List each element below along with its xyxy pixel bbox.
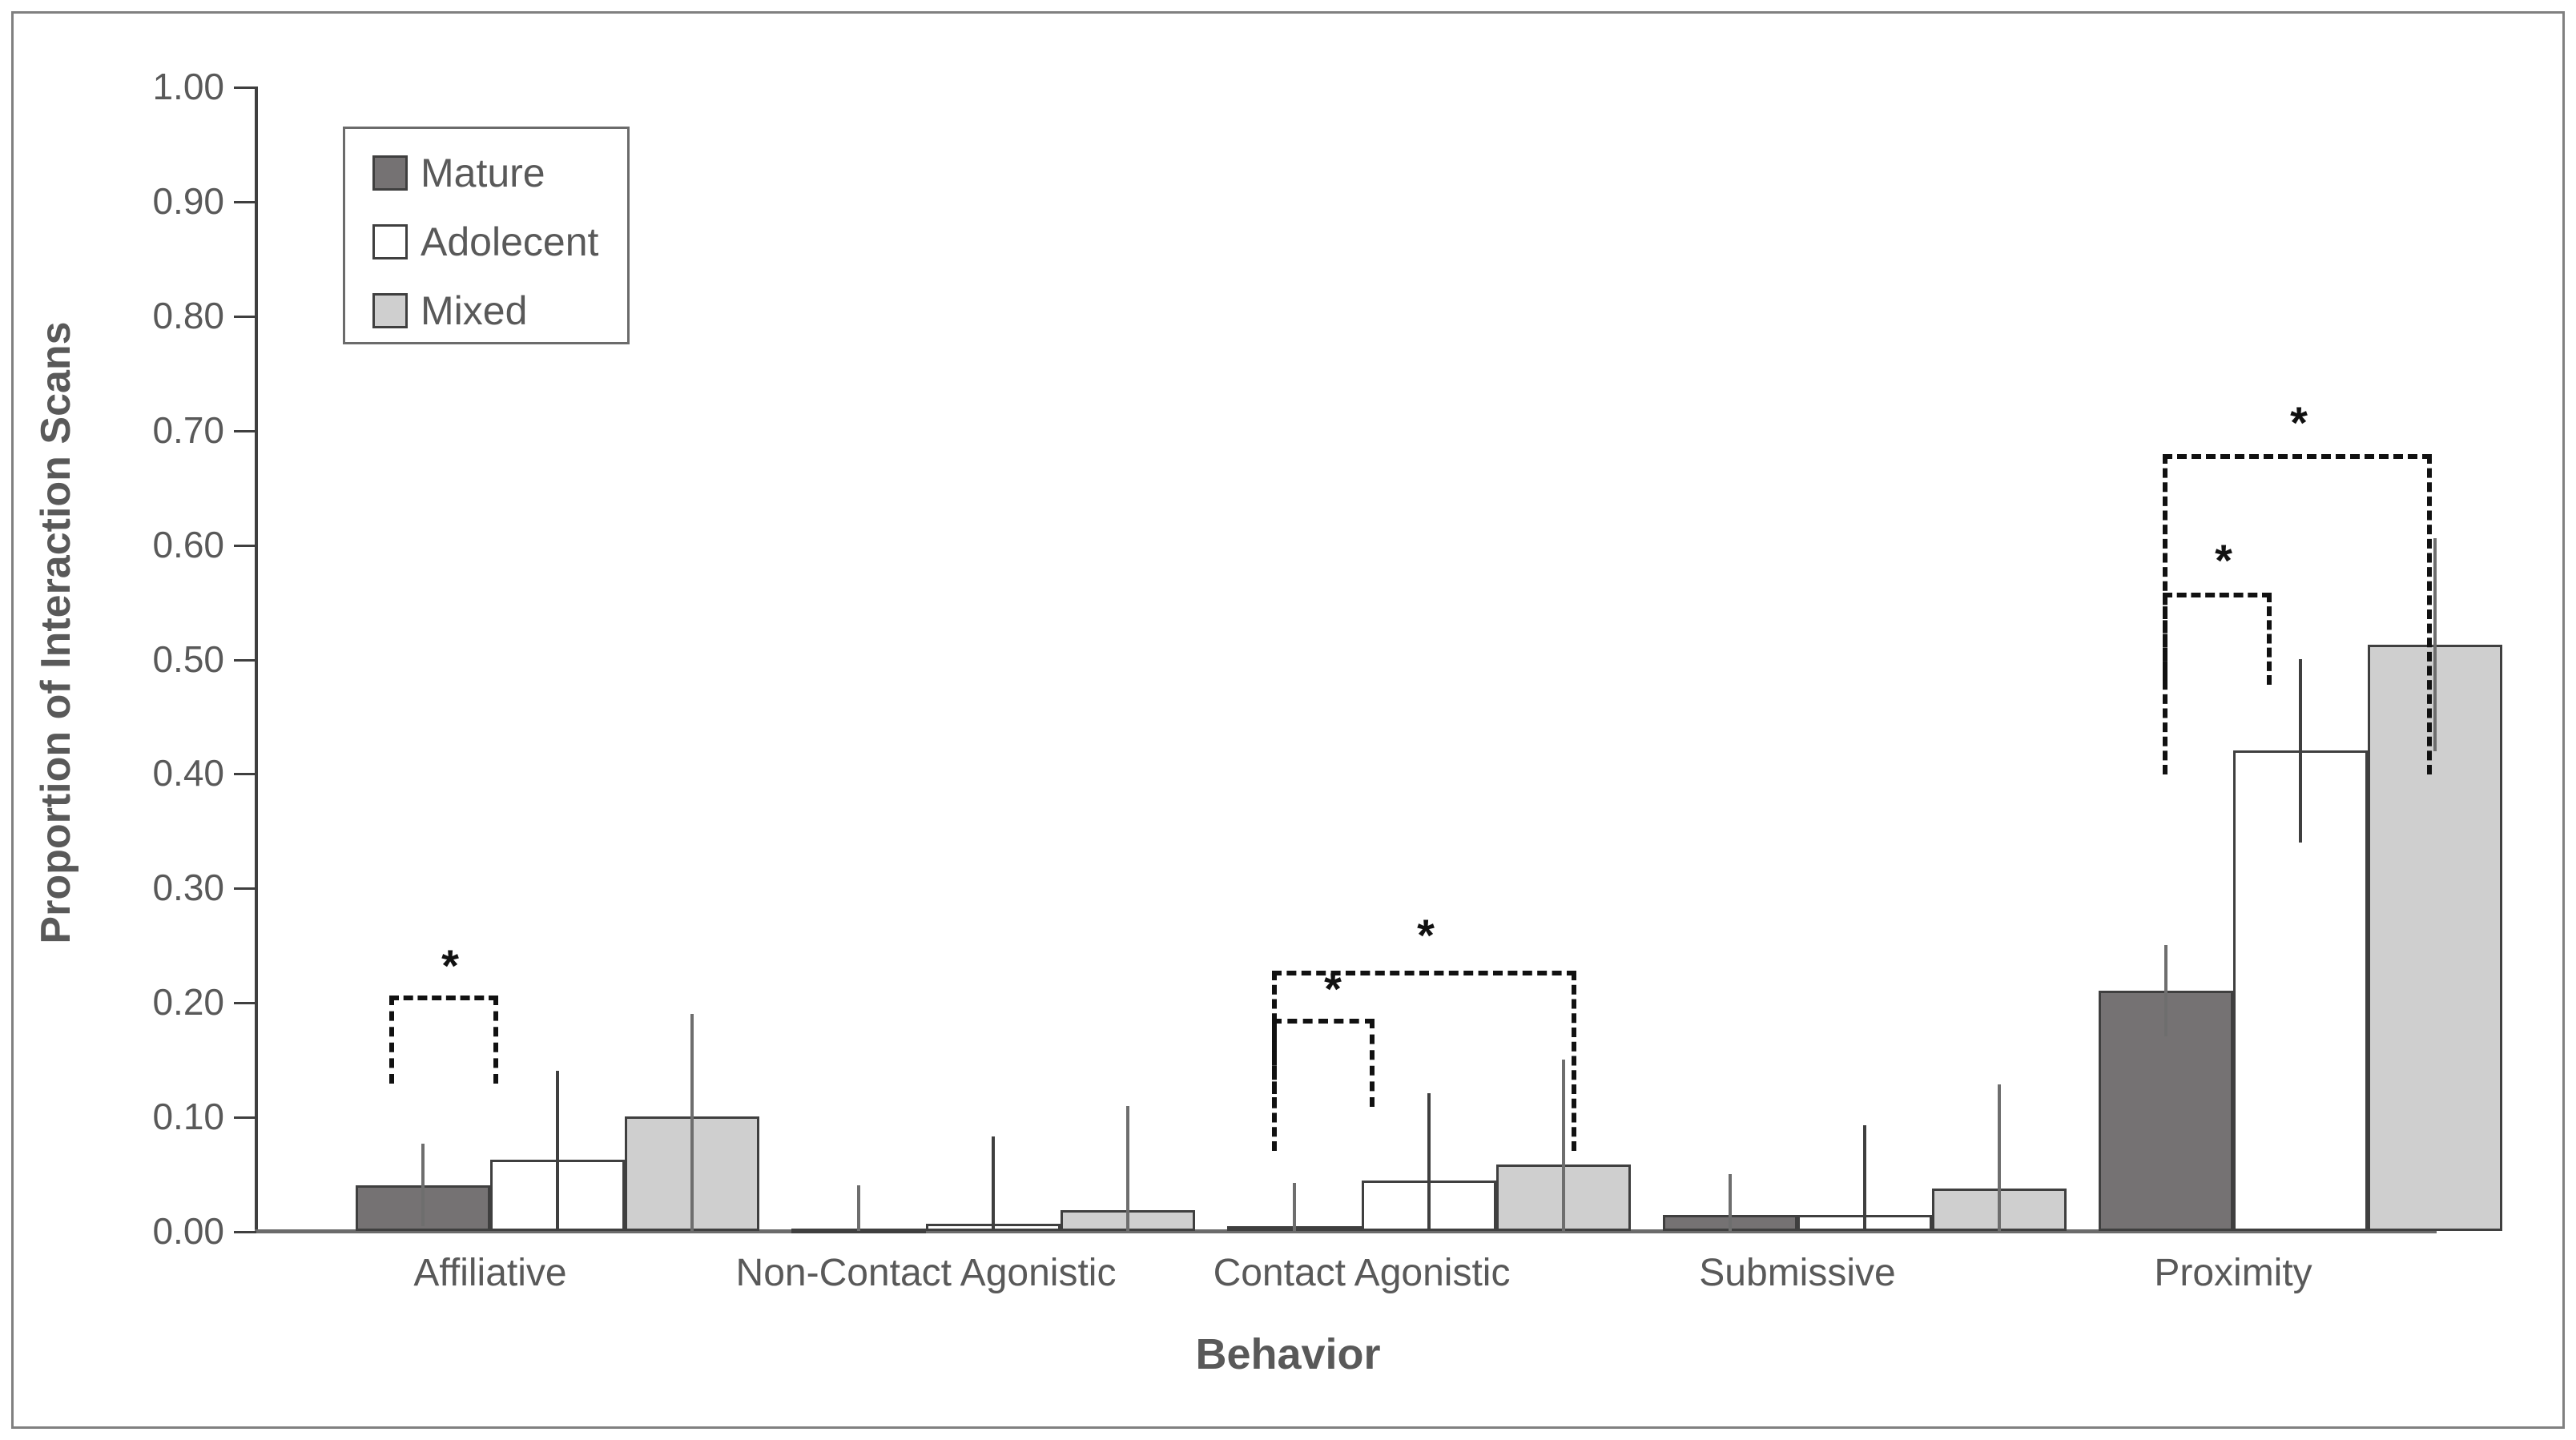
x-axis-line	[255, 1229, 2437, 1233]
sig-bracket-affiliative-mature-adolecent	[389, 996, 498, 1084]
x-category-proximity: Proximity	[2154, 1252, 2312, 1294]
y-tick-0-60	[234, 545, 256, 547]
y-tick-0-30	[234, 887, 256, 890]
y-tick-0-00	[234, 1231, 256, 1233]
legend-label-adolecent: Adolecent	[421, 219, 599, 264]
legend-label-mixed: Mixed	[421, 288, 528, 333]
y-axis-line	[255, 86, 258, 1231]
errorbar-contact-agonistic-adolecent	[1427, 1093, 1431, 1231]
errorbar-proximity-adolecent	[2299, 659, 2302, 843]
y-tick-label-0-80: 0.80	[152, 295, 224, 336]
errorbar-non-contact-agonistic-mixed	[1126, 1106, 1129, 1231]
legend-swatch-mixed-icon	[372, 293, 408, 328]
y-tick-0-10	[234, 1116, 256, 1119]
y-tick-0-40	[234, 773, 256, 775]
y-tick-0-20	[234, 1002, 256, 1004]
y-tick-label-0-90: 0.90	[152, 180, 224, 222]
sig-star-proximity-outer: *	[2290, 397, 2308, 448]
errorbar-affiliative-mature	[421, 1144, 425, 1226]
y-tick-0-80	[234, 316, 256, 318]
y-tick-label-1-00: 1.00	[152, 66, 224, 107]
errorbar-contact-agonistic-mature	[1293, 1183, 1296, 1231]
y-axis-title: Proportion of Interaction Scans	[33, 321, 79, 944]
legend-item-adolecent[interactable]: Adolecent	[372, 222, 598, 262]
x-category-contact-agonistic: Contact Agonistic	[1213, 1252, 1511, 1294]
y-tick-label-0-00: 0.00	[152, 1210, 224, 1252]
y-tick-0-70	[234, 430, 256, 432]
sig-star-proximity-inner: *	[2215, 535, 2232, 585]
errorbar-affiliative-adolecent	[556, 1071, 559, 1231]
errorbar-submissive-adolecent	[1863, 1125, 1866, 1231]
errorbar-affiliative-mixed	[690, 1014, 694, 1231]
y-tick-0-50	[234, 659, 256, 662]
legend-item-mature[interactable]: Mature	[372, 153, 545, 193]
x-category-affiliative: Affiliative	[413, 1252, 567, 1294]
figure-border	[11, 11, 2565, 1429]
errorbar-non-contact-agonistic-mature	[857, 1185, 860, 1231]
errorbar-submissive-mixed	[1998, 1084, 2001, 1231]
sig-star-affiliative: *	[441, 940, 459, 991]
legend-label-mature: Mature	[421, 151, 545, 195]
y-tick-0-90	[234, 201, 256, 203]
sig-bracket-proximity-mature-mixed	[2163, 454, 2432, 774]
bar-proximity-mixed[interactable]	[2368, 645, 2502, 1231]
errorbar-contact-agonistic-mixed	[1562, 1060, 1565, 1231]
errorbar-submissive-mature	[1729, 1174, 1732, 1231]
sig-bracket-contact-agonistic-mature-mixed	[1272, 971, 1576, 1151]
sig-star-contact-agonistic-outer: *	[1417, 910, 1435, 960]
x-category-submissive: Submissive	[1699, 1252, 1896, 1294]
legend-item-mixed[interactable]: Mixed	[372, 291, 527, 331]
sig-star-contact-agonistic-inner: *	[1324, 963, 1342, 1014]
errorbar-proximity-mature	[2164, 945, 2167, 1036]
x-category-non-contact-agonistic: Non-Contact Agonistic	[735, 1252, 1117, 1294]
legend: Mature Adolecent Mixed	[343, 127, 630, 344]
legend-swatch-mature-icon	[372, 155, 408, 191]
y-tick-label-0-20: 0.20	[152, 981, 224, 1023]
errorbar-non-contact-agonistic-adolecent	[992, 1136, 995, 1231]
y-tick-label-0-60: 0.60	[152, 524, 224, 565]
y-tick-label-0-30: 0.30	[152, 867, 224, 908]
y-tick-label-0-40: 0.40	[152, 752, 224, 794]
errorbar-proximity-mixed	[2433, 538, 2437, 751]
y-tick-label-0-10: 0.10	[152, 1096, 224, 1137]
y-tick-1-00	[234, 86, 256, 89]
y-tick-label-0-50: 0.50	[152, 638, 224, 680]
x-axis-title: Behavior	[1195, 1330, 1381, 1378]
legend-swatch-adolecent-icon	[372, 224, 408, 259]
y-tick-label-0-70: 0.70	[152, 409, 224, 451]
